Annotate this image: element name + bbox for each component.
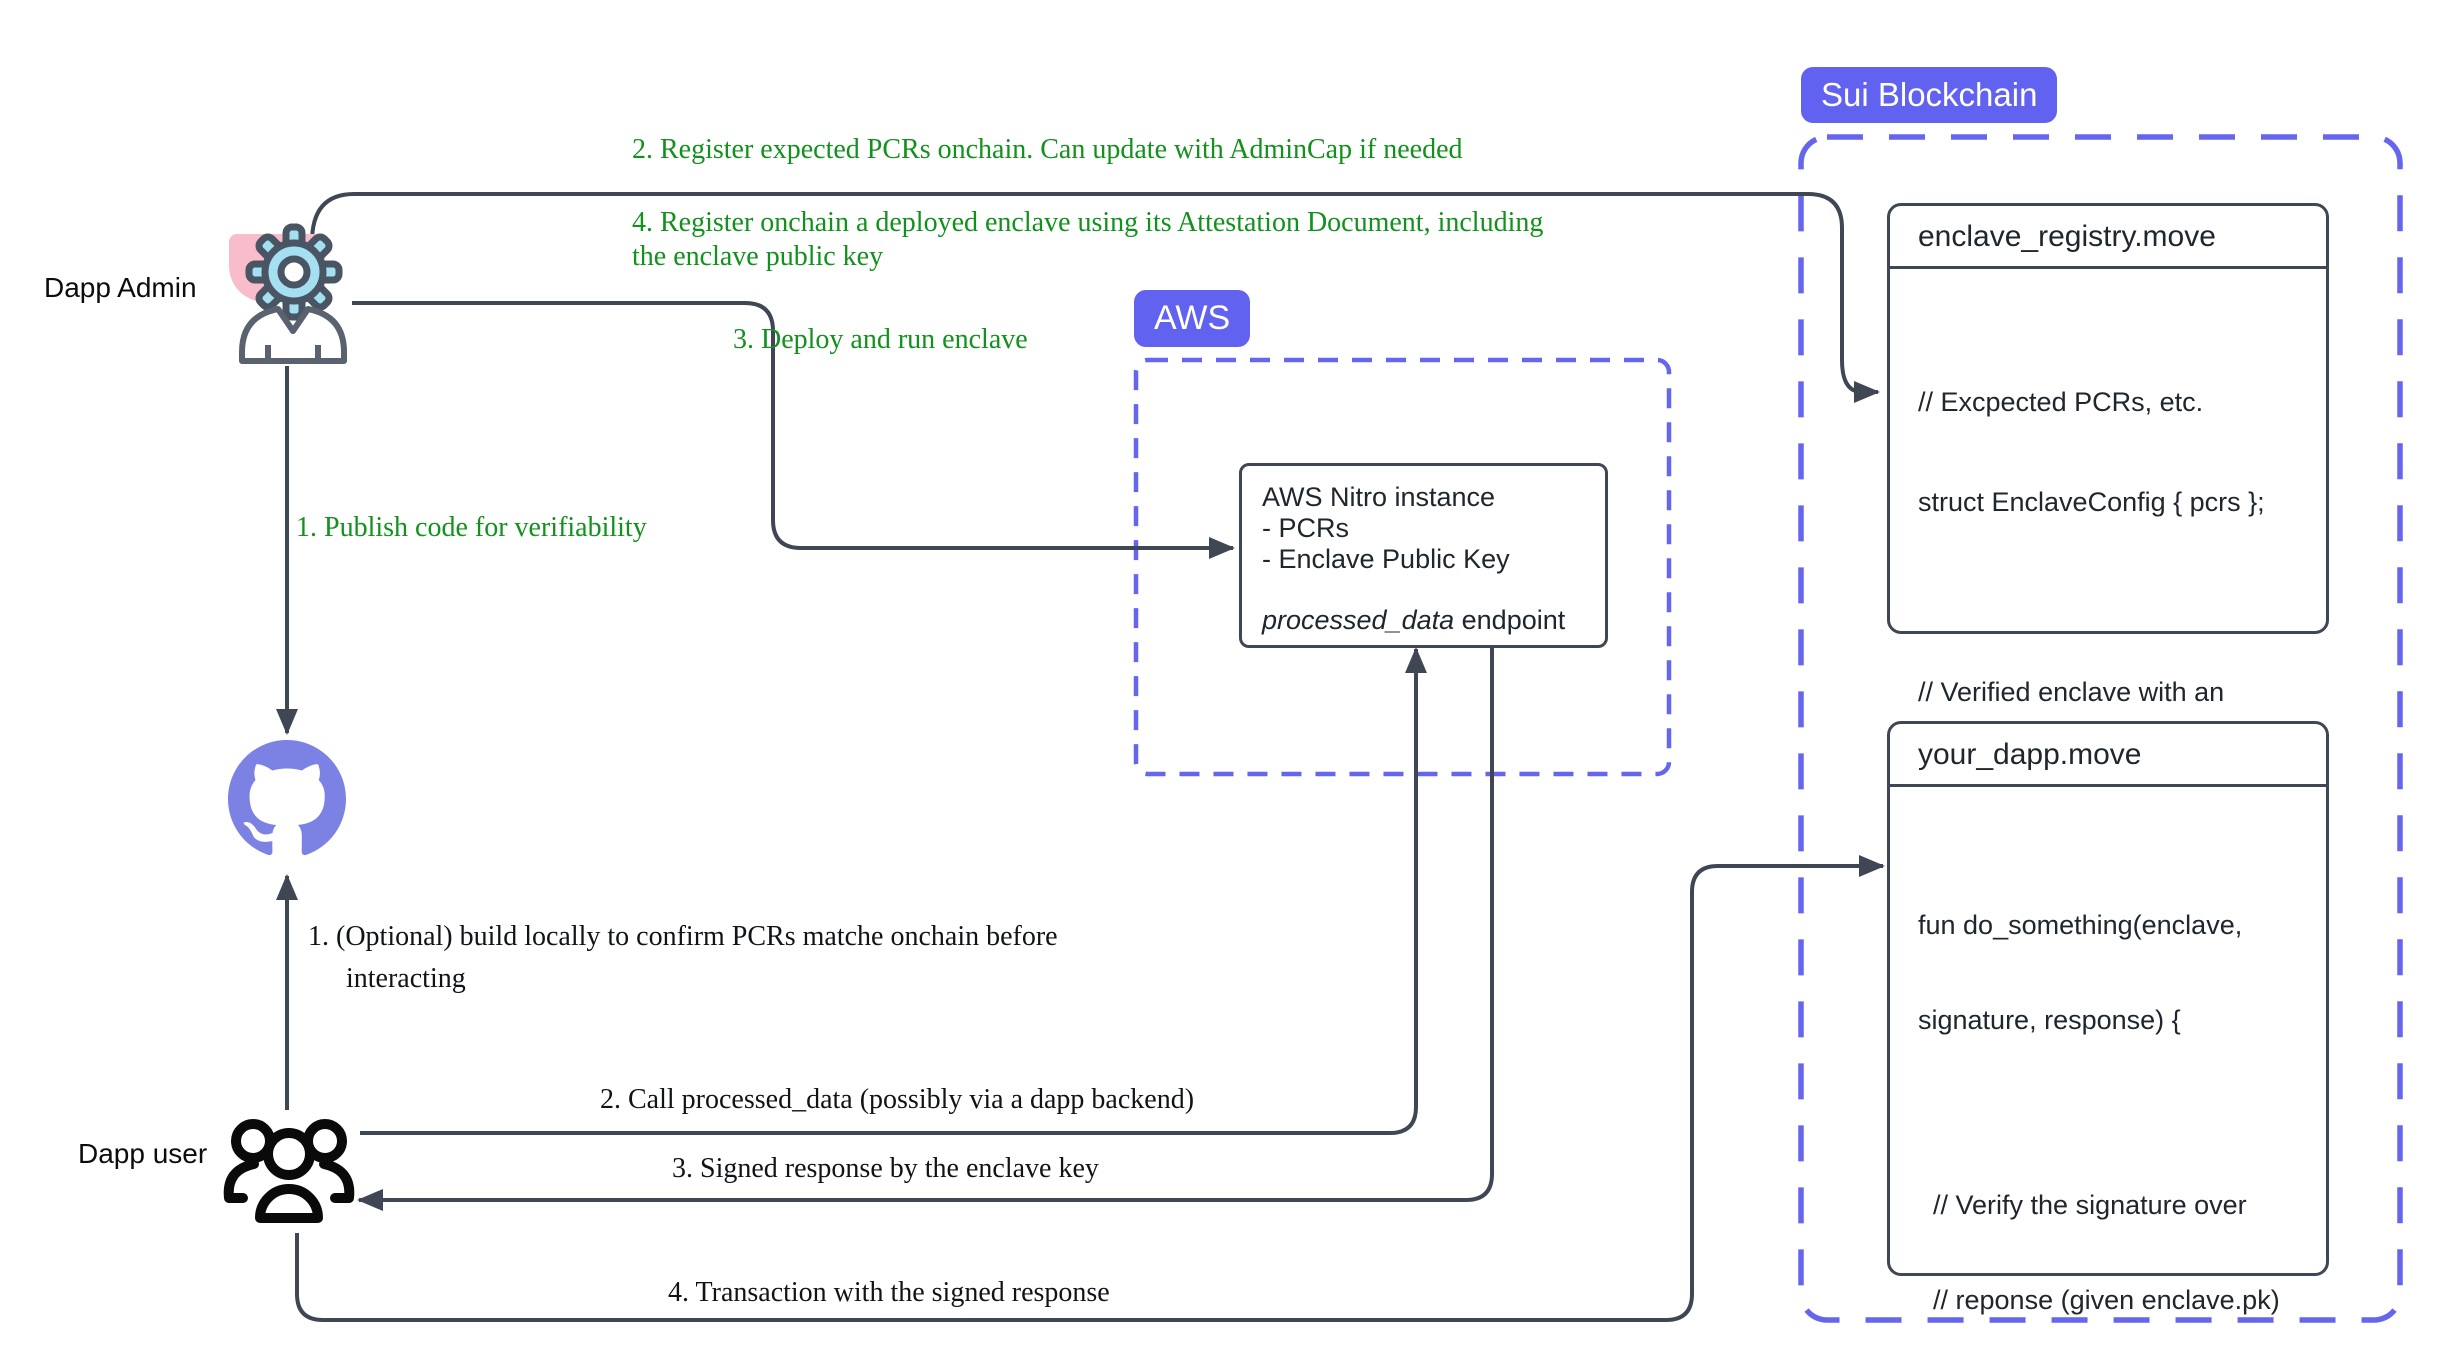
enclave-registry-box: enclave_registry.move // Excpected PCRs,… <box>1887 203 2329 907</box>
aws-badge: AWS <box>1134 290 1251 347</box>
arrow-deploy-enclave <box>352 301 1235 559</box>
code-line: struct EnclaveConfig { pcrs }; <box>1918 487 2265 517</box>
nitro-endpoint-name: processed_data <box>1262 605 1455 635</box>
note-signed-response: 3. Signed response by the enclave key <box>672 1153 1099 1184</box>
gear-icon <box>245 223 343 321</box>
code-line: // reponse (given enclave.pk) <box>1918 1285 2280 1315</box>
dapp-admin-label: Dapp Admin <box>44 272 197 303</box>
code-line: signature, response) { <box>1918 1005 2181 1035</box>
arrow-register-pcrs-onchain <box>310 192 1880 403</box>
code-line: // Excpected PCRs, etc. <box>1918 387 2204 417</box>
dapp-user-group-icon <box>223 1119 355 1223</box>
arrow-transaction <box>295 855 1885 1322</box>
aws-nitro-instance-box: AWS Nitro instance - PCRs - Enclave Publ… <box>1239 463 1608 648</box>
sui-blockchain-badge: Sui Blockchain <box>1801 67 2058 123</box>
note-deploy-enclave: 3. Deploy and run enclave <box>733 324 1028 355</box>
nitro-pcrs: - PCRs <box>1262 513 1349 543</box>
arrow-signed-response <box>357 643 1494 1211</box>
nitro-public-key: - Enclave Public Key <box>1262 544 1510 574</box>
github-icon <box>228 740 346 856</box>
code-line: // Verified enclave with an <box>1918 677 2225 707</box>
aws-dashed-border <box>1133 357 1672 777</box>
nitro-title: AWS Nitro instance <box>1262 482 1496 512</box>
nitro-endpoint-suffix: endpoint <box>1454 605 1566 635</box>
note-build-locally: 1. (Optional) build locally to confirm P… <box>308 921 1058 994</box>
dapp-user-label: Dapp user <box>78 1138 208 1169</box>
note-register-enclave: 4. Register onchain a deployed enclave u… <box>632 207 1544 272</box>
your-dapp-box: your_dapp.move fun do_something(enclave,… <box>1887 721 2329 1315</box>
code-line: fun do_something(enclave, <box>1918 910 2243 940</box>
arrow-call-processed-data <box>360 647 1427 1135</box>
enclave-registry-title: enclave_registry.move <box>1890 206 2326 269</box>
sui-blockchain-dashed-border <box>1798 134 2403 1323</box>
nitro-endpoint: processed_data endpoint <box>1262 605 1605 636</box>
your-dapp-title: your_dapp.move <box>1890 724 2326 787</box>
note-call-processed-data: 2. Call processed_data (possibly via a d… <box>600 1084 1195 1115</box>
your-dapp-code: fun do_something(enclave, signature, res… <box>1890 787 2326 1361</box>
note-register-pcrs: 2. Register expected PCRs onchain. Can u… <box>632 134 1463 165</box>
code-line: // Verify the signature over <box>1918 1190 2247 1220</box>
note-publish-code: 1. Publish code for verifiability <box>296 512 647 543</box>
admin-person-icon <box>239 306 347 364</box>
note-transaction: 4. Transaction with the signed response <box>668 1277 1110 1308</box>
